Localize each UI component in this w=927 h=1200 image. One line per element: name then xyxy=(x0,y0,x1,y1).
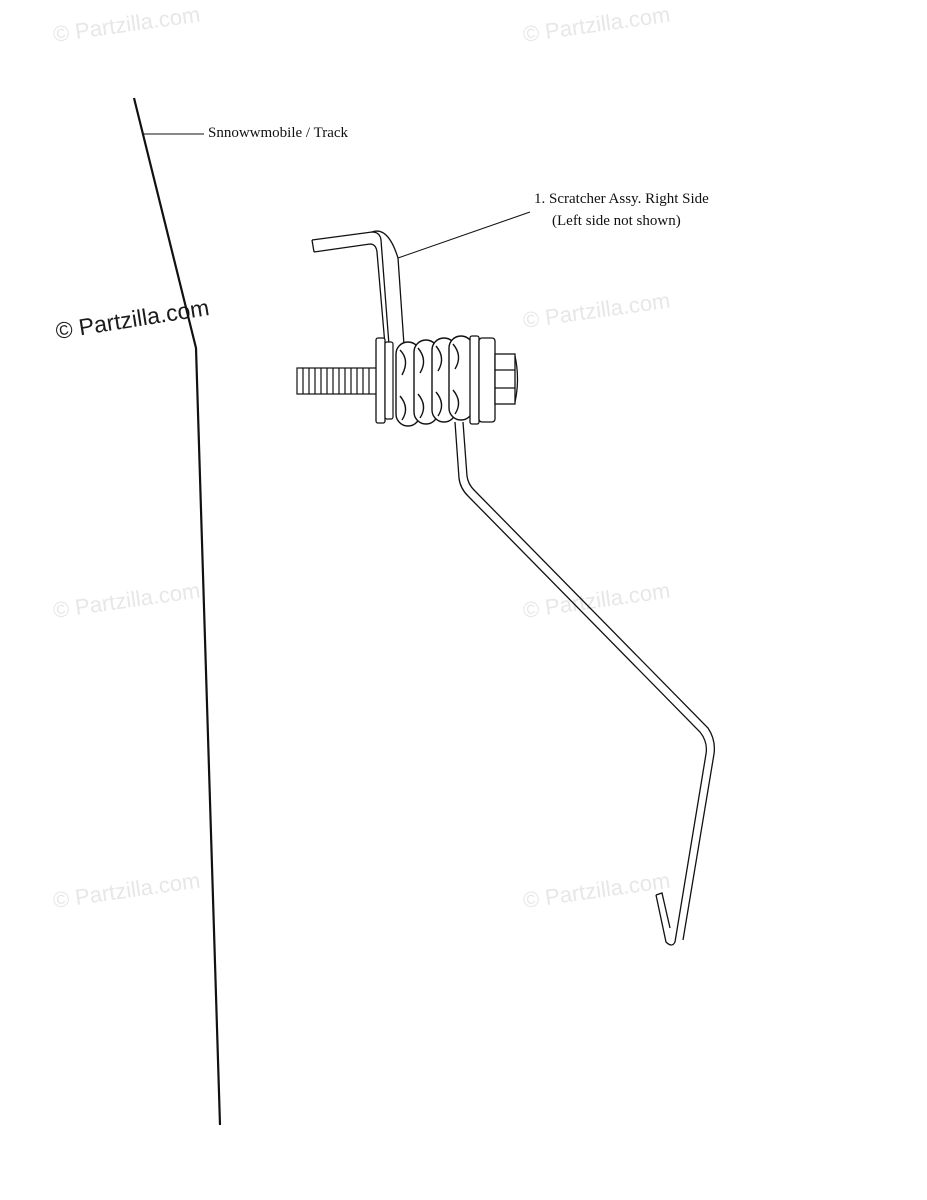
washer-left xyxy=(375,337,386,424)
hex-nut xyxy=(494,353,519,405)
track-line xyxy=(132,97,222,1126)
scratcher-upper-arm xyxy=(311,231,390,346)
part-label-line2: (Left side not shown) xyxy=(552,213,681,229)
track-label: Snnowwmobile / Track xyxy=(208,125,349,141)
coil-spring xyxy=(395,335,474,427)
part-leader-line xyxy=(397,211,531,259)
scratcher-lower-arm xyxy=(454,421,708,946)
washer-right xyxy=(469,335,480,425)
part-label-line1: 1. Scratcher Assy. Right Side xyxy=(534,191,709,207)
bolt xyxy=(296,367,380,395)
